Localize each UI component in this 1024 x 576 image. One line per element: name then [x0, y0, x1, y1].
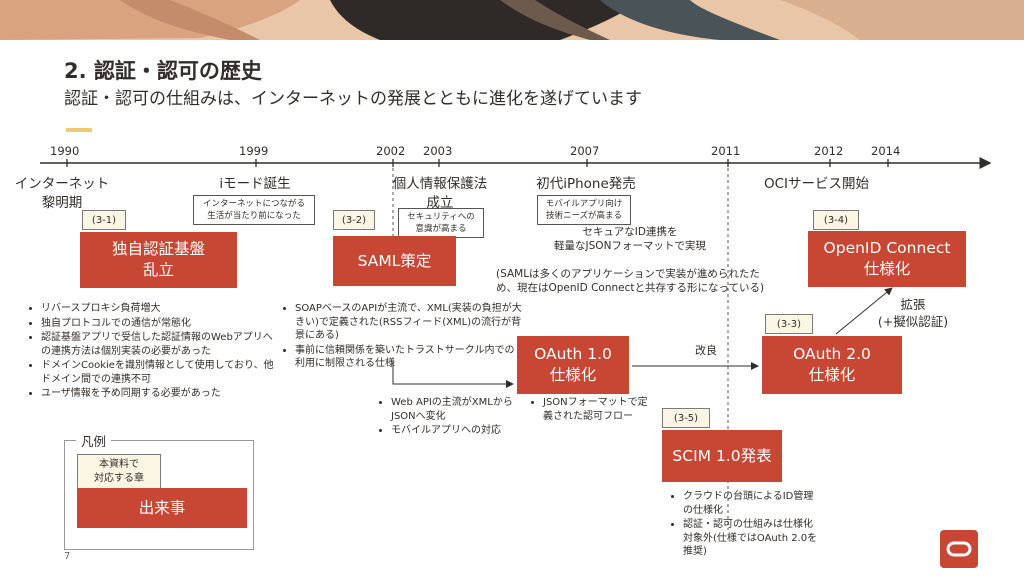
- tag-iphone: モバイルアプリ向け技術ニーズが高まる: [537, 195, 631, 225]
- event-imode: iモード誕生: [219, 176, 291, 192]
- event-oci: OCIサービス開始: [764, 176, 870, 192]
- chapter-label-3-4: (3-4): [813, 210, 859, 230]
- list-item: Web APIの主流がXMLからJSONへ変化: [391, 396, 515, 423]
- year-2014: 2014: [871, 144, 901, 158]
- saml-status-note: (SAMLは多くのアプリケーションで実装が進められたため、現在はOpenID C…: [496, 268, 765, 294]
- year-2011: 2011: [711, 144, 741, 158]
- accent-bar: [66, 128, 92, 132]
- tag-privacy: セキュリティへの意識が高まる: [398, 208, 484, 238]
- chapter-label-3-2: (3-2): [333, 210, 375, 230]
- chapter-label-3-1: (3-1): [82, 210, 126, 230]
- list-item: 認証・認可の仕組みは仕様化対象外(仕様ではOAuth 2.0を推奨): [683, 518, 819, 559]
- list-item: クラウドの台頭によるID管理の仕様化: [683, 490, 819, 517]
- notes-web-api: Web APIの主流がXMLからJSONへ変化 モバイルアプリへの対応: [378, 396, 515, 439]
- list-item: ユーザ情報を予め同期する必要があった: [41, 387, 277, 401]
- list-item: SOAPベースのAPIが主流で、XML(実装の負担が大きい)で定義された(RSS…: [295, 302, 523, 343]
- list-item: JSONフォーマットで定義された認可フロー: [543, 396, 655, 423]
- chapter-label-3-3: (3-3): [765, 314, 813, 334]
- event-internet: インターネット 黎明期: [14, 176, 110, 211]
- notes-proprietary: リバースプロキシ負荷増大 独自プロトコルでの通信が常態化 認証基盤アプリで受信し…: [28, 302, 277, 402]
- list-item: ドメインCookieを識別情報として使用しており、他ドメイン間での連携不可: [41, 359, 277, 386]
- extend-label: 拡張(+擬似認証): [877, 297, 949, 329]
- legend-title: 凡例: [76, 431, 112, 450]
- year-1990: 1990: [50, 144, 80, 158]
- notes-scim: クラウドの台頭によるID管理の仕様化 認証・認可の仕組みは仕様化対象外(仕様では…: [670, 490, 819, 560]
- list-item: 事前に信頼関係を築いたトラストサークル内での利用に制限される仕様: [295, 344, 523, 371]
- year-2002: 2002: [376, 144, 406, 158]
- list-item: 認証基盤アプリで受信した認証情報のWebアプリへの連携方法は個別実装の必要があっ…: [41, 331, 277, 358]
- year-1999: 1999: [239, 144, 269, 158]
- event-iphone: 初代iPhone発売: [536, 176, 636, 192]
- legend-box: [64, 440, 254, 550]
- chapter-label-3-5: (3-5): [662, 408, 710, 428]
- improve-label: 改良: [695, 344, 717, 357]
- page-title: 2. 認証・認可の歴史: [64, 59, 262, 83]
- page-subtitle: 認証・認可の仕組みは、インターネットの発展とともに進化を遂げています: [64, 89, 642, 109]
- list-item: リバースプロキシ負荷増大: [41, 302, 277, 316]
- box-proprietary-auth: 独自認証基盤乱立: [80, 232, 237, 288]
- page-number: 7: [64, 551, 71, 562]
- oracle-logo-icon: [940, 530, 978, 568]
- notes-oauth1: JSONフォーマットで定義された認可フロー: [530, 396, 655, 424]
- year-2007: 2007: [570, 144, 600, 158]
- year-2012: 2012: [814, 144, 844, 158]
- notes-saml: SOAPベースのAPIが主流で、XML(実装の負担が大きい)で定義された(RSS…: [282, 302, 523, 372]
- header-banner-artwork: [0, 0, 1024, 40]
- oauth2-to-oidc-arrow: [835, 287, 893, 335]
- box-saml: SAML策定: [333, 236, 456, 286]
- saml-to-oauth1-connector: [392, 362, 514, 388]
- legend-chapter-sample: 本資料で対応する章: [77, 454, 161, 490]
- legend-event-sample: 出来事: [77, 488, 247, 528]
- box-scim: SCIM 1.0発表: [662, 430, 782, 482]
- event-privacy-law: 個人情報保護法 成立: [392, 176, 488, 211]
- tag-imode: インターネットにつながる生活が当たり前になった: [193, 195, 315, 225]
- oidc-note: セキュアなID連携を軽量なJSONフォーマットで実現: [554, 226, 706, 252]
- list-item: 独自プロトコルでの通信が常態化: [41, 317, 277, 331]
- list-item: モバイルアプリへの対応: [391, 424, 515, 438]
- year-2003: 2003: [423, 144, 453, 158]
